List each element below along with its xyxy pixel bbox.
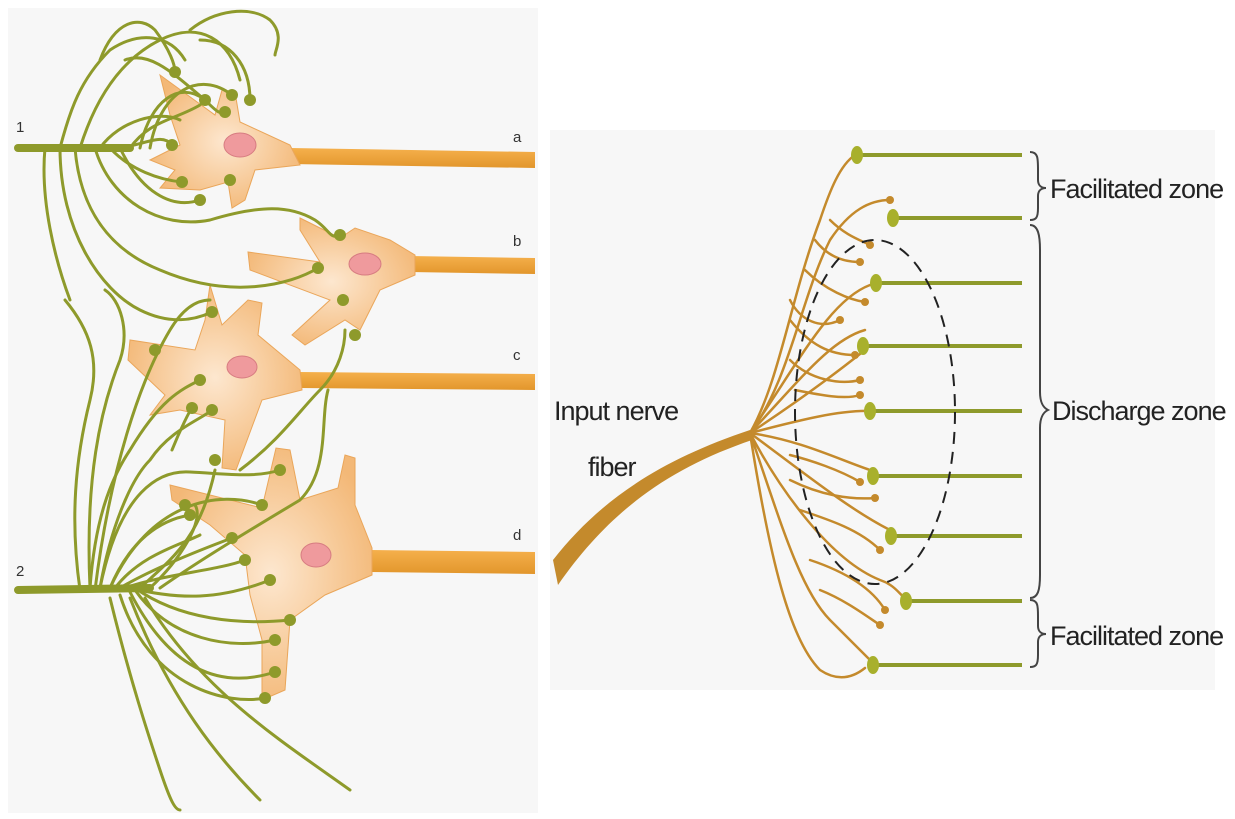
- output-label-c: c: [513, 347, 521, 364]
- input-label-2: 2: [16, 563, 24, 580]
- axon-c: [300, 372, 535, 390]
- nucleus-d: [301, 543, 331, 567]
- output-label-a: a: [513, 129, 522, 146]
- input-nerve-fiber-label-line1: Input nerve: [554, 396, 678, 426]
- axon-b: [410, 256, 535, 274]
- output-label-b: b: [513, 233, 521, 250]
- axon-d: [370, 550, 535, 574]
- left-panel-neuron-network: 1 2 a b c d: [8, 8, 538, 813]
- input-label-1: 1: [16, 119, 24, 136]
- facilitated-zone-top-label: Facilitated zone: [1050, 174, 1223, 204]
- nucleus-a: [224, 133, 256, 157]
- nucleus-c: [227, 356, 257, 378]
- discharge-zone-label: Discharge zone: [1052, 396, 1226, 426]
- right-panel-discharge-zone: Input nerve fiber Facilitated zone Disch…: [550, 130, 1226, 690]
- output-label-d: d: [513, 527, 521, 544]
- facilitated-zone-bottom-label: Facilitated zone: [1050, 621, 1223, 651]
- input-nerve-fiber-label-line2: fiber: [588, 452, 637, 482]
- nucleus-b: [349, 253, 381, 275]
